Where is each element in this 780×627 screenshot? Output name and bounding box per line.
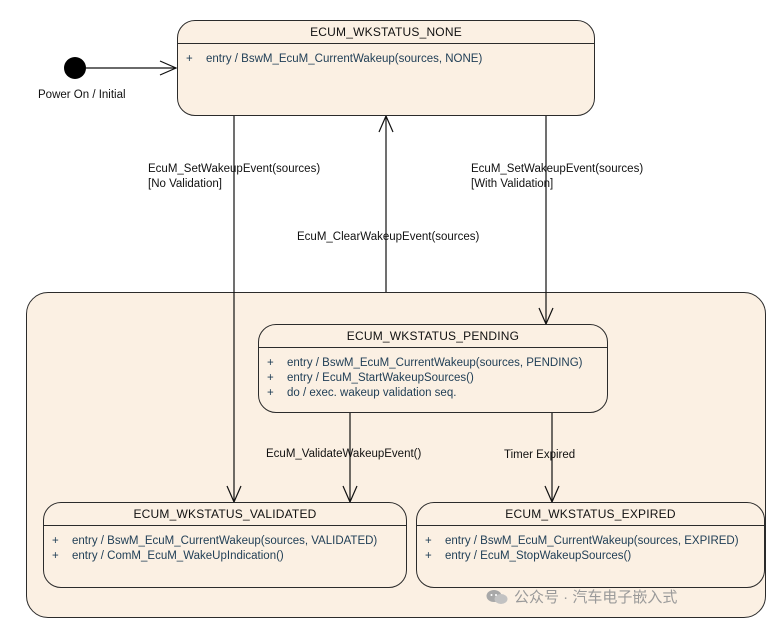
action-row: + entry / BswM_EcuM_CurrentWakeup(source… (52, 534, 406, 549)
state-pending[interactable]: ECUM_WKSTATUS_PENDING + entry / BswM_Ecu… (258, 324, 608, 413)
transition-label-validate: EcuM_ValidateWakeupEvent() (266, 447, 421, 462)
action-row: + entry / EcuM_StartWakeupSources() (267, 371, 607, 386)
plus-icon: + (52, 550, 59, 562)
state-validated[interactable]: ECUM_WKSTATUS_VALIDATED + entry / BswM_E… (43, 502, 407, 588)
plus-icon: + (425, 535, 432, 547)
state-none-actions: + entry / BswM_EcuM_CurrentWakeup(source… (178, 44, 594, 67)
action-text: entry / BswM_EcuM_CurrentWakeup(sources,… (72, 535, 378, 547)
transition-guard: [With Validation] (471, 178, 554, 190)
plus-icon: + (425, 550, 432, 562)
action-row: + entry / ComM_EcuM_WakeUpIndication() (52, 549, 406, 564)
state-pending-title: ECUM_WKSTATUS_PENDING (259, 325, 607, 348)
watermark-text: 公众号 · 汽车电子嵌入式 (514, 589, 678, 606)
state-expired-title: ECUM_WKSTATUS_EXPIRED (417, 503, 764, 526)
action-row: + entry / BswM_EcuM_CurrentWakeup(source… (267, 356, 607, 371)
plus-icon: + (267, 387, 274, 399)
watermark: 公众号 · 汽车电子嵌入式 (486, 586, 677, 607)
transition-guard: [No Validation] (148, 178, 222, 190)
state-expired[interactable]: ECUM_WKSTATUS_EXPIRED + entry / BswM_Ecu… (416, 502, 765, 588)
state-validated-actions: + entry / BswM_EcuM_CurrentWakeup(source… (44, 526, 406, 564)
action-row: + do / exec. wakeup validation seq. (267, 386, 607, 401)
transition-label-clear: EcuM_ClearWakeupEvent(sources) (297, 230, 479, 245)
transition-event: Timer Expired (504, 449, 576, 461)
state-none[interactable]: ECUM_WKSTATUS_NONE + entry / BswM_EcuM_C… (177, 20, 595, 116)
state-none-title: ECUM_WKSTATUS_NONE (178, 21, 594, 44)
arrowhead-clear-to-none (378, 114, 394, 133)
action-text: entry / ComM_EcuM_WakeUpIndication() (72, 550, 284, 562)
initial-transition-arrowhead (159, 60, 178, 76)
transition-event: EcuM_SetWakeupEvent(sources) (471, 163, 644, 175)
plus-icon: + (267, 372, 274, 384)
plus-icon: + (267, 357, 274, 369)
transition-event: EcuM_ClearWakeupEvent(sources) (297, 231, 480, 243)
action-text: entry / EcuM_StopWakeupSources() (445, 550, 632, 562)
plus-icon: + (52, 535, 59, 547)
action-row: + entry / BswM_EcuM_CurrentWakeup(source… (425, 534, 764, 549)
action-text: entry / BswM_EcuM_CurrentWakeup(sources,… (445, 535, 739, 547)
plus-icon: + (186, 53, 193, 65)
wechat-icon (486, 589, 508, 605)
action-text: do / exec. wakeup validation seq. (287, 387, 457, 399)
action-row: + entry / EcuM_StopWakeupSources() (425, 549, 764, 564)
transition-label-set-with-validation: EcuM_SetWakeupEvent(sources) [With Valid… (471, 162, 643, 192)
state-validated-title: ECUM_WKSTATUS_VALIDATED (44, 503, 406, 526)
action-row: + entry / BswM_EcuM_CurrentWakeup(source… (186, 52, 594, 67)
action-text: entry / BswM_EcuM_CurrentWakeup(sources,… (206, 53, 483, 65)
initial-pseudostate-node (64, 57, 86, 79)
action-text: entry / EcuM_StartWakeupSources() (287, 372, 474, 384)
transition-event: EcuM_ValidateWakeupEvent() (266, 448, 422, 460)
action-text: entry / BswM_EcuM_CurrentWakeup(sources,… (287, 357, 583, 369)
transition-label-set-no-validation: EcuM_SetWakeupEvent(sources) [No Validat… (148, 162, 320, 192)
transition-event: EcuM_SetWakeupEvent(sources) (148, 163, 321, 175)
transition-label-timer: Timer Expired (504, 448, 575, 463)
initial-label: Power On / Initial (38, 89, 126, 101)
state-pending-actions: + entry / BswM_EcuM_CurrentWakeup(source… (259, 348, 607, 401)
state-expired-actions: + entry / BswM_EcuM_CurrentWakeup(source… (417, 526, 764, 564)
